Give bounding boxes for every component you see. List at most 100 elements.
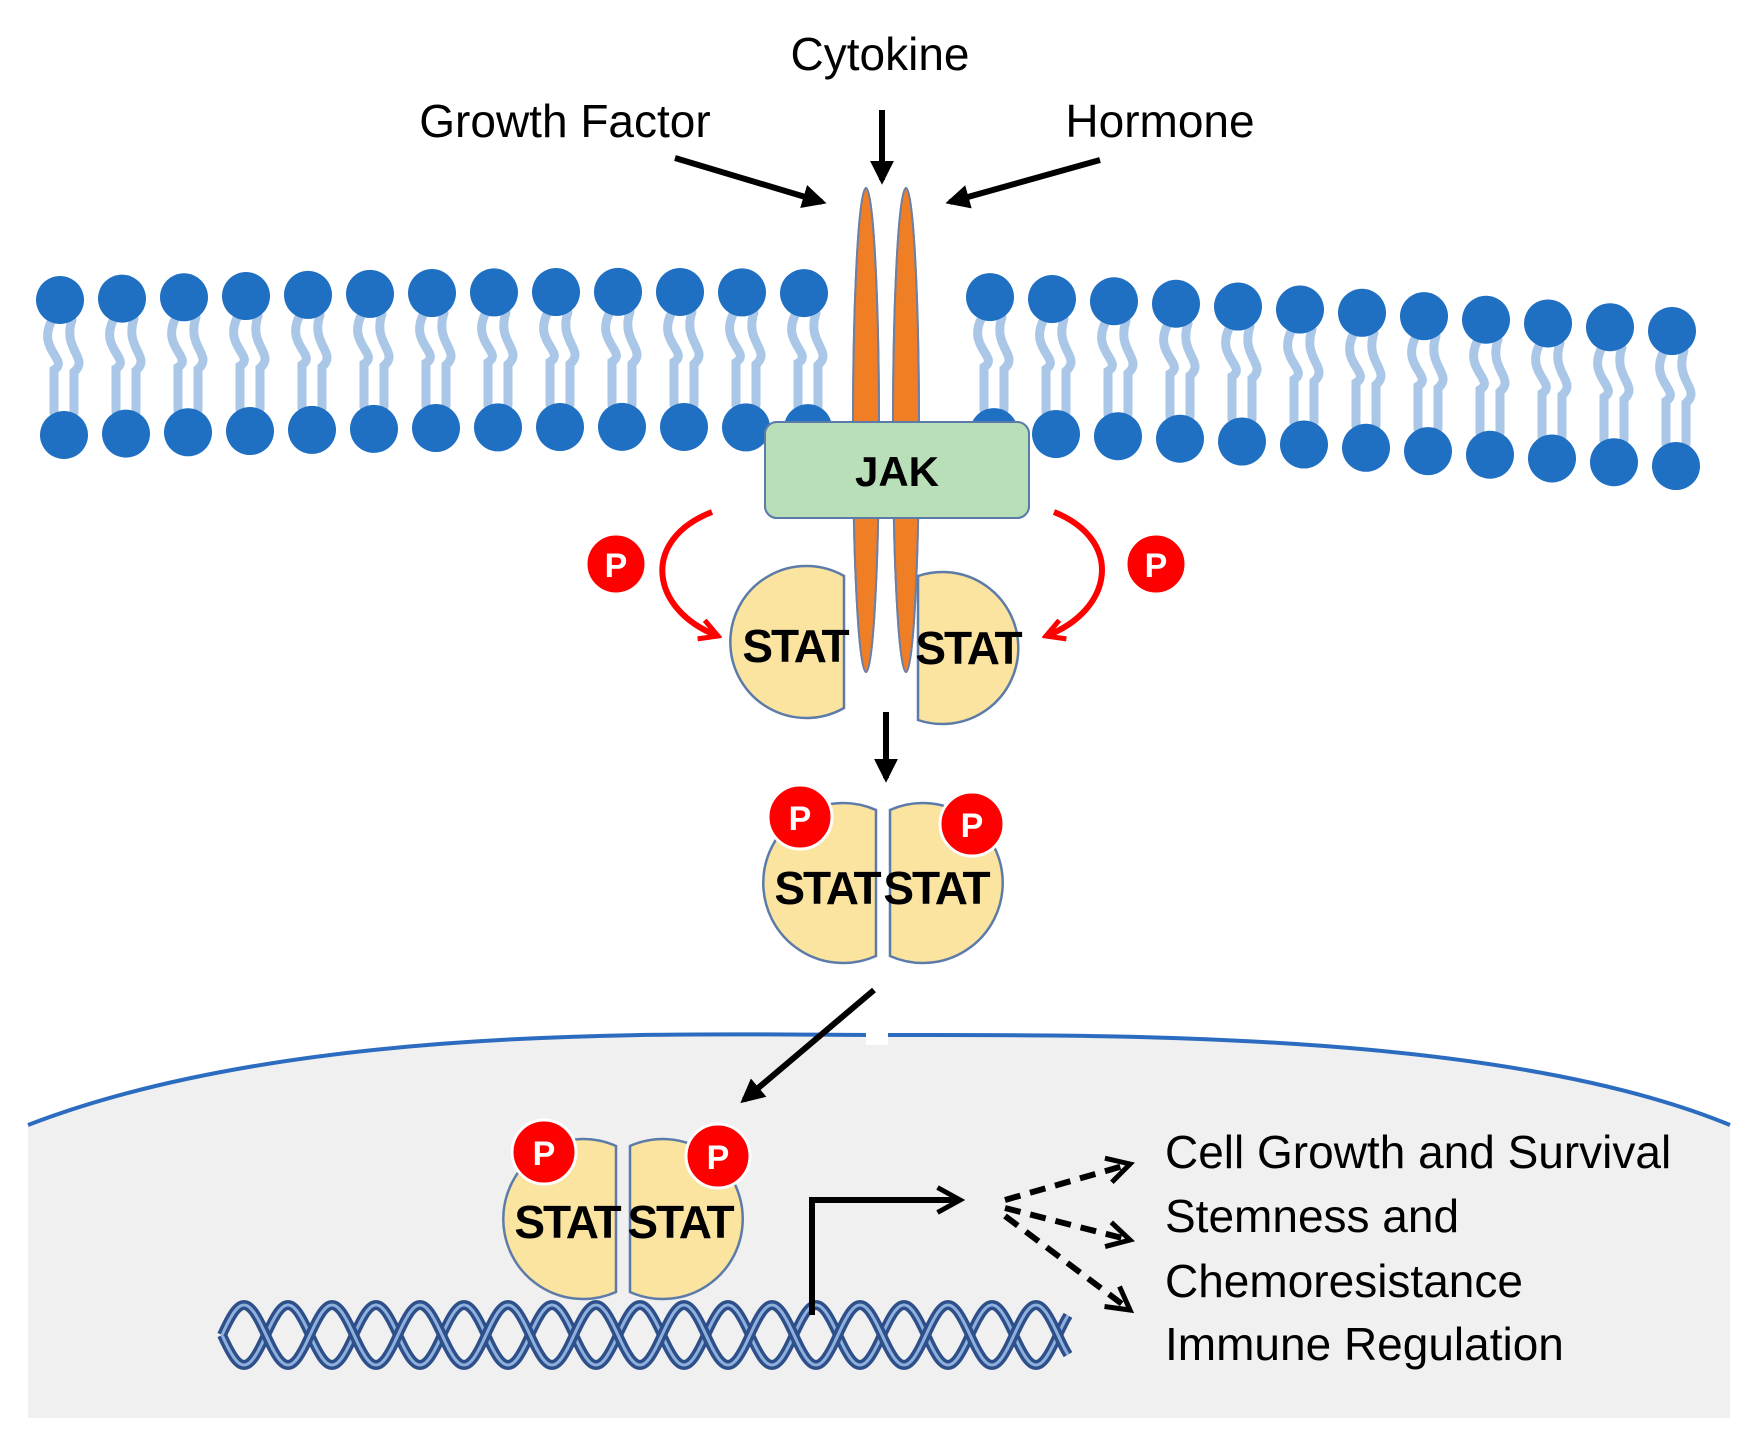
lipid-tail [1655, 346, 1696, 449]
svg-text:P: P [707, 1139, 730, 1177]
outcome-arrow-stemness [1004, 1205, 1130, 1240]
stat-monomer-right: STAT [915, 570, 1025, 726]
lipid-head-inner [598, 402, 646, 451]
phospho-badge-nuclear-right: P [684, 1122, 752, 1190]
cell-membrane [36, 267, 1700, 491]
lipid-tail [1283, 325, 1324, 428]
lipid-head-inner [288, 405, 336, 454]
jak-box-front [764, 421, 1030, 519]
lipid-tail [105, 314, 146, 417]
lipid-head-outer [1400, 292, 1448, 341]
outcome-arrow-immune [1003, 1213, 1130, 1310]
lipid-head-outer [1524, 299, 1572, 348]
lipid-tail [415, 308, 456, 411]
outcome-stemness: Stemness and [1165, 1190, 1459, 1242]
lipid-tail [1345, 328, 1386, 431]
lipid-head-outer [36, 276, 84, 324]
lipid-head-inner [102, 409, 150, 458]
phospho-badge-dimer-right: P [938, 790, 1006, 858]
lipid-tail [1593, 342, 1634, 445]
lipid-head-outer [966, 273, 1014, 322]
lipid-head-outer [1214, 282, 1262, 331]
lipid-head-outer [1090, 277, 1138, 326]
lipid-tail [1531, 338, 1572, 441]
phospho-badge-nuclear-left: P [510, 1118, 578, 1186]
lipid-head-inner [412, 404, 460, 453]
lipid-head-outer [470, 268, 518, 317]
lipid-tail [539, 307, 580, 410]
svg-text:P: P [789, 800, 812, 838]
lipid-head-inner [1590, 438, 1638, 487]
lipid-tail [663, 307, 704, 410]
svg-text:STAT: STAT [774, 862, 881, 914]
dna-helix-icon [217, 1299, 1073, 1371]
lipid-tail [43, 315, 84, 418]
lipid-head-outer [780, 269, 828, 318]
lipid-head-outer [656, 267, 704, 316]
transcription-start-arrow [809, 1200, 960, 1315]
lipid-tail [1035, 314, 1076, 417]
lipid-tail [477, 307, 518, 410]
lipid-head-outer [1152, 279, 1200, 328]
lipid-tail [291, 310, 332, 413]
lipid-tail [1469, 335, 1510, 438]
lipid-head-outer [346, 269, 394, 318]
lipid-head-outer [718, 268, 766, 317]
hormone-arrow [945, 157, 1101, 209]
lipid-head-outer [1276, 285, 1324, 334]
lipid-tail [1221, 322, 1262, 425]
svg-text:P: P [1145, 547, 1168, 585]
phosphorylation-arrow-right [1046, 509, 1105, 636]
svg-text:STAT: STAT [915, 622, 1022, 674]
growth-factor-label: Growth Factor [419, 95, 710, 147]
lipid-head-inner [1280, 420, 1328, 469]
phospho-badge-left: P [584, 532, 648, 596]
lipid-tail [1097, 316, 1138, 419]
lipid-head-inner [1404, 427, 1452, 476]
lipid-tail [787, 308, 828, 411]
lipid-head-outer [1338, 288, 1386, 337]
lipid-head-inner [1528, 434, 1576, 483]
lipid-head-inner [1156, 414, 1204, 463]
lipid-tail [725, 307, 766, 410]
phospho-badge-right: P [1124, 532, 1188, 596]
hormone-label: Hormone [1065, 95, 1254, 147]
lipid-head-outer [594, 267, 642, 316]
phosphorylation-arrow-left [659, 509, 718, 636]
lipid-tail [353, 309, 394, 412]
lipid-tail [1407, 331, 1448, 434]
lipid-head-outer [1586, 303, 1634, 352]
lipid-head-inner [226, 407, 274, 456]
outcome-growth: Cell Growth and Survival [1165, 1126, 1671, 1178]
lipid-tail [973, 312, 1014, 415]
lipid-tail [1159, 319, 1200, 422]
lipid-head-outer [98, 274, 146, 323]
svg-text:P: P [605, 547, 628, 585]
phospho-badge-dimer-left: P [766, 783, 834, 851]
jak-label-front: JAK [855, 448, 939, 495]
cytokine-label: Cytokine [791, 28, 970, 80]
lipid-head-outer [1462, 295, 1510, 344]
svg-text:STAT: STAT [883, 862, 990, 914]
dna-strand-b [220, 1303, 1070, 1367]
svg-text:STAT: STAT [627, 1196, 734, 1248]
lipid-head-outer [284, 270, 332, 319]
lipid-head-inner [1652, 442, 1700, 491]
lipid-head-inner [1342, 423, 1390, 472]
stat-monomer-left: STAT [729, 564, 852, 720]
growth-factor-arrow [674, 155, 827, 208]
stat-dimer-cytoplasm: STAT STAT P P [762, 783, 1006, 965]
svg-text:STAT: STAT [514, 1196, 621, 1248]
svg-text:P: P [533, 1135, 556, 1173]
svg-text:P: P [961, 807, 984, 845]
outcome-chemoresistance: Chemoresistance [1165, 1255, 1523, 1307]
nuclear-translocation-arrow [740, 987, 876, 1104]
lipid-tail [229, 311, 270, 414]
lipid-head-inner [474, 403, 522, 452]
lipid-head-outer [1028, 275, 1076, 324]
outcome-immune: Immune Regulation [1165, 1318, 1564, 1370]
lipid-head-inner [1032, 410, 1080, 459]
svg-text:STAT: STAT [742, 620, 849, 672]
lipid-head-inner [40, 411, 88, 459]
